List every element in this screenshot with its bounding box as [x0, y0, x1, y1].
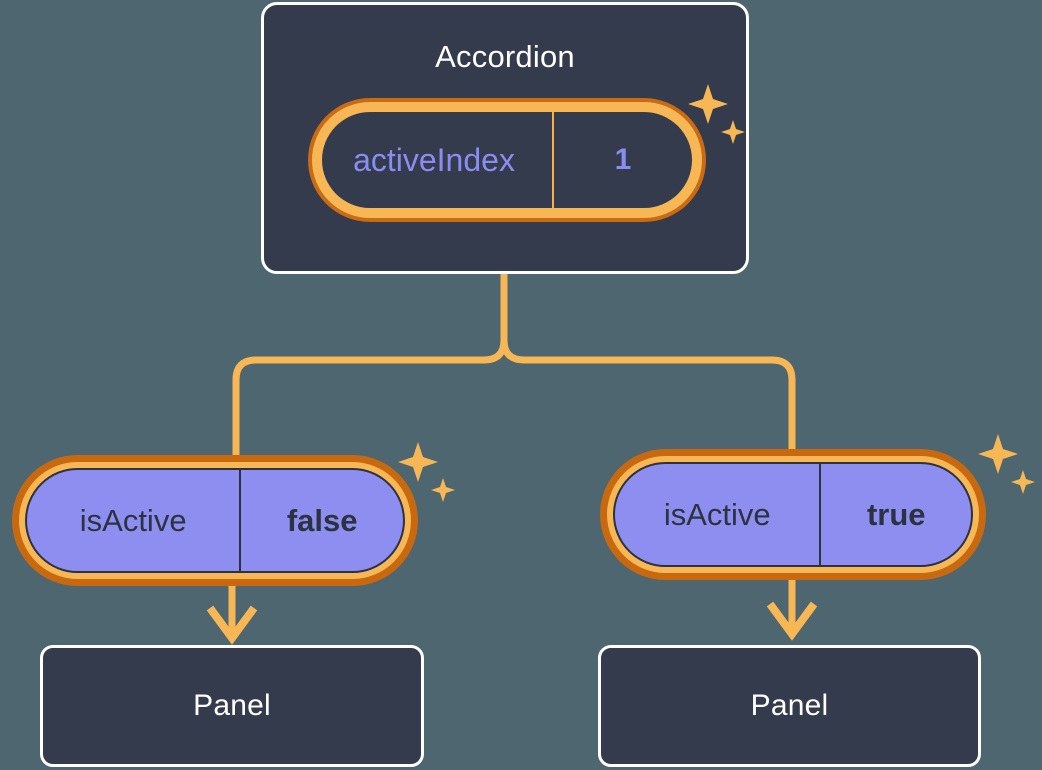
- state-pill-body: isActive true: [613, 462, 973, 567]
- connector-root-to-right: [500, 270, 796, 460]
- state-pill-active-index[interactable]: activeIndex 1: [308, 98, 706, 222]
- state-key-label: isActive: [615, 464, 822, 565]
- connector-root-to-left: [232, 270, 508, 466]
- state-key-label: activeIndex: [322, 112, 554, 208]
- accordion-title: Accordion: [435, 39, 575, 74]
- component-node-panel-right[interactable]: Panel: [598, 645, 981, 767]
- sparkle-four-point-small: [431, 478, 455, 502]
- panel-title: Panel: [193, 689, 271, 722]
- state-value-label: 1: [614, 143, 632, 176]
- state-value-label: true: [866, 497, 926, 532]
- sparkle-four-point-large: [978, 434, 1018, 474]
- arrow-down-icon-right: [766, 601, 818, 641]
- state-pill-is-active-true[interactable]: isActive true: [600, 449, 986, 580]
- state-pill-ring: isActive false: [19, 462, 411, 579]
- state-key-label: isActive: [27, 470, 242, 571]
- sparkle-four-point-large: [398, 442, 438, 482]
- state-pill-is-active-false[interactable]: isActive false: [12, 455, 418, 586]
- panel-title: Panel: [750, 689, 829, 722]
- state-pill-ring: activeIndex 1: [312, 102, 702, 218]
- sparkle-four-point-small: [1011, 470, 1035, 494]
- sparkle-group-right: [978, 434, 1035, 494]
- component-node-panel-left[interactable]: Panel: [40, 645, 424, 767]
- state-pill-body: activeIndex 1: [322, 112, 692, 208]
- state-value-label: false: [286, 503, 358, 538]
- state-pill-body: isActive false: [25, 468, 405, 573]
- state-pill-ring: isActive true: [607, 456, 979, 573]
- arrow-down-icon-left: [206, 605, 258, 645]
